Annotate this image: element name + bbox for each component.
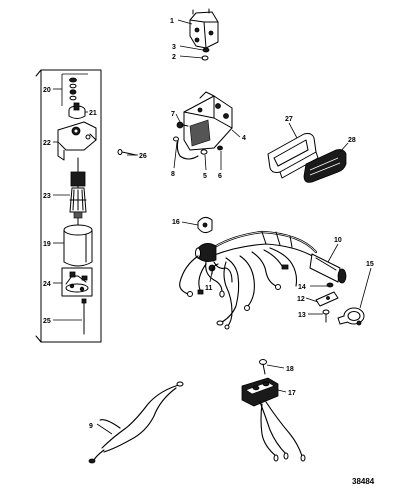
callout-5: 5: [203, 173, 207, 180]
callout-1: 1: [170, 18, 174, 25]
starter-group-frame: [40, 69, 102, 343]
callout-26: 26: [139, 153, 147, 160]
part-8-lead: [176, 139, 199, 160]
part-3-nut: [202, 47, 210, 53]
part-18-screw: [259, 359, 267, 375]
part-7-screw: [176, 121, 184, 129]
callout-24: 24: [43, 281, 51, 288]
callout-21: 21: [89, 110, 97, 117]
callout-15: 15: [366, 261, 374, 268]
callout-14: 14: [298, 284, 306, 291]
callout-19: 19: [43, 241, 51, 248]
callout-3: 3: [172, 44, 176, 51]
callout-20: 20: [43, 87, 51, 94]
part-1-solenoid-body: [189, 11, 219, 49]
part-22-end-frame: [57, 121, 97, 161]
part-9-cable: [88, 381, 184, 464]
callout-23: 23: [43, 193, 51, 200]
callout-2: 2: [172, 54, 176, 61]
part-21-end-cap: [68, 102, 86, 119]
part-26-bolt: [117, 149, 137, 156]
cover-group: [267, 133, 347, 183]
part-10-plug: [309, 253, 341, 283]
callout-9: 9: [89, 423, 93, 430]
relay-group: [241, 359, 306, 462]
part-24-brush-plate: [61, 267, 93, 297]
solenoid-mount-group: [173, 91, 233, 160]
part-13-screw: [322, 309, 330, 323]
callout-11: 11: [205, 285, 213, 292]
callout-12: 12: [297, 296, 305, 303]
callout-16: 16: [172, 219, 180, 226]
callout-10: 10: [334, 237, 342, 244]
callout-13: 13: [298, 312, 306, 319]
part-15-clamp: [337, 307, 365, 326]
callout-25: 25: [43, 318, 51, 325]
callout-27: 27: [285, 116, 293, 123]
part-23-armature: [69, 157, 87, 227]
wiring-harness-group: [179, 216, 365, 330]
catalog-number: 38484: [352, 477, 375, 486]
solenoid-group: [189, 8, 219, 61]
part-25-through-bolt: [81, 298, 87, 335]
callout-28: 28: [348, 137, 356, 144]
callout-17: 17: [288, 390, 296, 397]
callout-18: 18: [286, 366, 294, 373]
callout-6: 6: [218, 173, 222, 180]
callout-8: 8: [171, 171, 175, 178]
part-20-hardware: [61, 73, 88, 106]
leader-lines: [53, 19, 372, 435]
callout-labels: 1 2 3 4 5 6 7 8 9 10 11 12 13 14 15 16 1…: [43, 18, 375, 486]
part-19-housing: [63, 224, 93, 267]
callout-7: 7: [171, 111, 175, 118]
part-5-screw: [200, 149, 208, 155]
part-6-screw: [217, 145, 223, 151]
callout-4: 4: [242, 135, 246, 142]
callout-22: 22: [43, 140, 51, 147]
starter-motor-group: [35, 69, 137, 343]
part-14-nut: [326, 282, 334, 288]
